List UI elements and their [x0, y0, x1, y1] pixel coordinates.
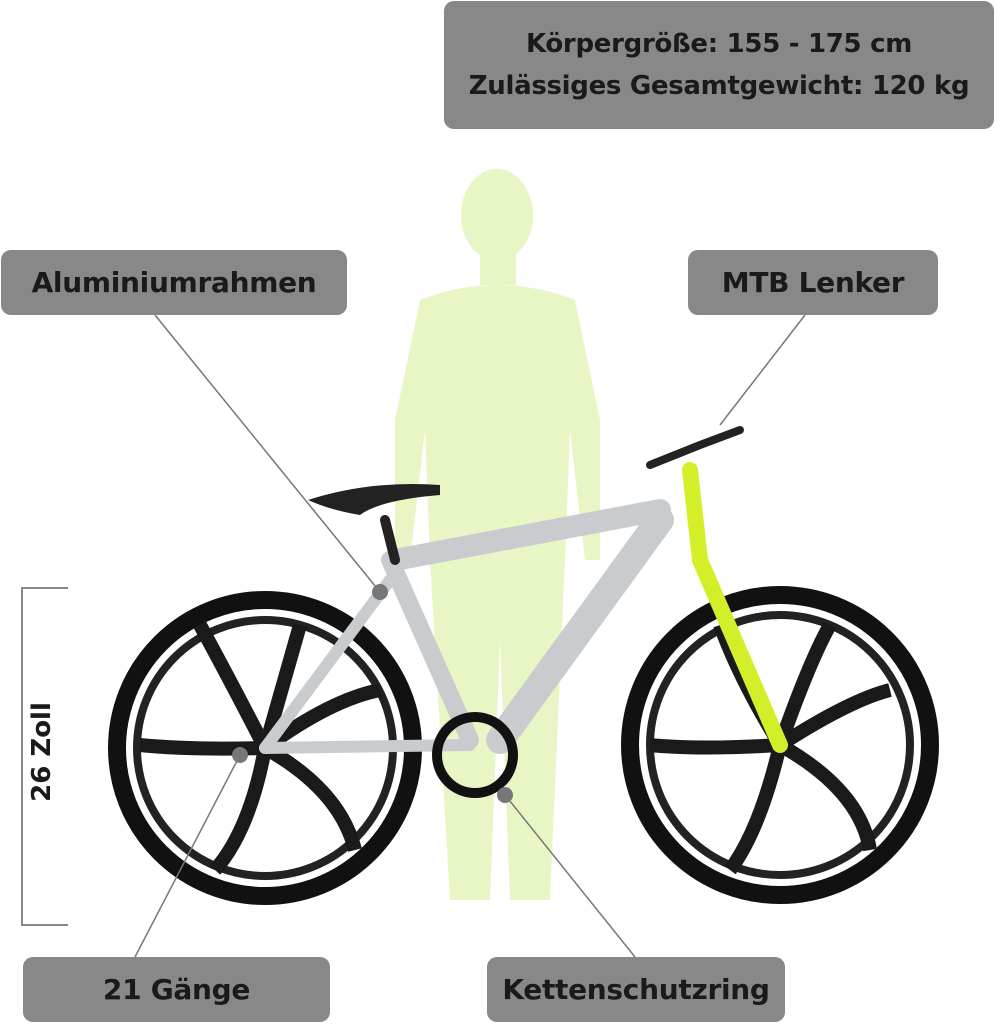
max-weight-text: Zulässiges Gesamtgewicht: 120 kg [468, 71, 970, 101]
chain-guard-label: Kettenschutzring [487, 957, 785, 1022]
frame-label: Aluminiumrahmen [1, 250, 347, 315]
wheel-size-bracket [21, 587, 68, 926]
bike-frame [259, 426, 788, 754]
handlebar-label: MTB Lenker [688, 250, 938, 315]
callout-dots [232, 584, 513, 803]
front-wheel [621, 586, 939, 904]
gears-label: 21 Gänge [23, 957, 330, 1022]
callout-lines [134, 314, 806, 958]
saddle [308, 484, 440, 515]
chainring [432, 712, 518, 798]
spec-box: Körpergröße: 155 - 175 cm Zulässiges Ges… [444, 1, 994, 129]
wheel-size-label: 26 Zoll [27, 702, 57, 802]
body-height-text: Körpergröße: 155 - 175 cm [525, 29, 913, 59]
